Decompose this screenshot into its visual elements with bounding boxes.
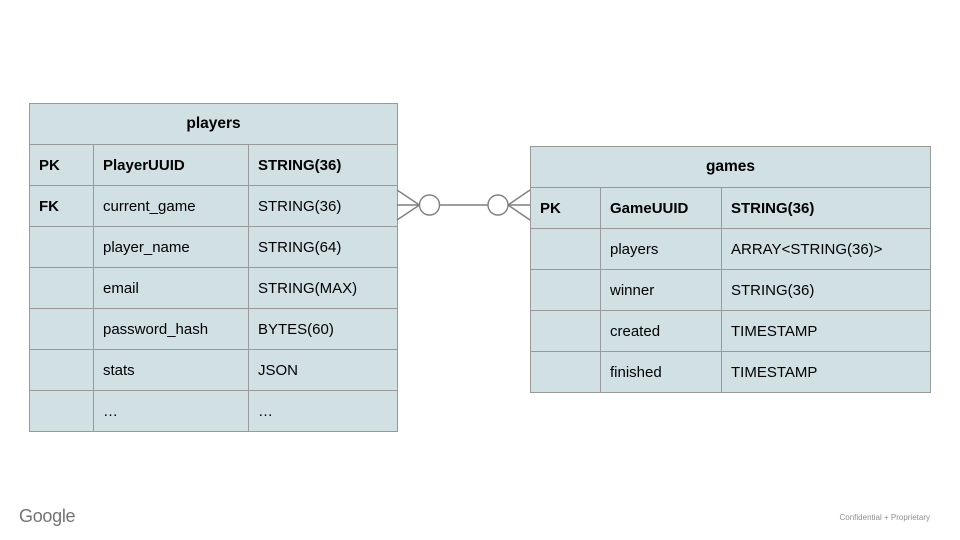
- field-name-cell: players: [600, 228, 722, 270]
- field-name-cell: password_hash: [93, 308, 249, 350]
- field-name-cell: …: [93, 390, 249, 432]
- field-name-cell: current_game: [93, 185, 249, 227]
- zero-circle-right-icon: [487, 194, 509, 216]
- games-entity-table: games PK GameUUID STRING(36) players ARR…: [529, 146, 932, 393]
- key-cell: [530, 310, 601, 352]
- key-cell: [29, 308, 94, 350]
- field-name-cell: finished: [600, 351, 722, 393]
- field-type-cell: STRING(36): [247, 185, 399, 227]
- key-cell: [29, 267, 94, 309]
- table-row: PK PlayerUUID STRING(36): [29, 144, 399, 186]
- key-cell: [530, 351, 601, 393]
- table-header-row: players: [28, 103, 399, 145]
- players-entity-table: players PK PlayerUUID STRING(36) FK curr…: [28, 103, 399, 432]
- table-row: email STRING(MAX): [29, 267, 399, 309]
- field-name-cell: created: [600, 310, 722, 352]
- games-table-title: games: [529, 146, 932, 188]
- field-type-cell: STRING(MAX): [247, 267, 399, 309]
- zero-circle-left-icon: [418, 194, 441, 216]
- key-cell: [29, 349, 94, 391]
- field-name-cell: GameUUID: [600, 187, 722, 229]
- key-cell: FK: [29, 185, 94, 227]
- crow-foot-right-icon: [507, 189, 531, 221]
- field-type-cell: STRING(36): [247, 144, 399, 186]
- field-name-cell: winner: [600, 269, 722, 311]
- key-cell: [530, 269, 601, 311]
- table-row: stats JSON: [29, 349, 399, 391]
- field-name-cell: PlayerUUID: [93, 144, 249, 186]
- field-type-cell: ARRAY<STRING(36)>: [720, 228, 932, 270]
- table-row: players ARRAY<STRING(36)>: [530, 228, 932, 270]
- field-type-cell: STRING(64): [247, 226, 399, 268]
- crow-foot-left-icon: [396, 189, 420, 221]
- key-cell: PK: [530, 187, 601, 229]
- field-type-cell: STRING(36): [720, 187, 932, 229]
- key-cell: [530, 228, 601, 270]
- field-type-cell: JSON: [247, 349, 399, 391]
- field-type-cell: STRING(36): [720, 269, 932, 311]
- field-type-cell: BYTES(60): [247, 308, 399, 350]
- key-cell: PK: [29, 144, 94, 186]
- table-row: winner STRING(36): [530, 269, 932, 311]
- field-type-cell: TIMESTAMP: [720, 310, 932, 352]
- key-cell: [29, 226, 94, 268]
- table-header-row: games: [529, 146, 932, 188]
- table-row: player_name STRING(64): [29, 226, 399, 268]
- field-name-cell: email: [93, 267, 249, 309]
- players-table-title: players: [28, 103, 399, 145]
- table-row: FK current_game STRING(36): [29, 185, 399, 227]
- field-type-cell: …: [247, 390, 399, 432]
- table-row: created TIMESTAMP: [530, 310, 932, 352]
- field-name-cell: player_name: [93, 226, 249, 268]
- field-name-cell: stats: [93, 349, 249, 391]
- field-type-cell: TIMESTAMP: [720, 351, 932, 393]
- google-logo: Google: [19, 506, 76, 526]
- confidential-note: Confidential + Proprietary: [839, 513, 931, 522]
- table-row: password_hash BYTES(60): [29, 308, 399, 350]
- table-row: PK GameUUID STRING(36): [530, 187, 932, 229]
- table-row: finished TIMESTAMP: [530, 351, 932, 393]
- table-row: … …: [29, 390, 399, 432]
- key-cell: [29, 390, 94, 432]
